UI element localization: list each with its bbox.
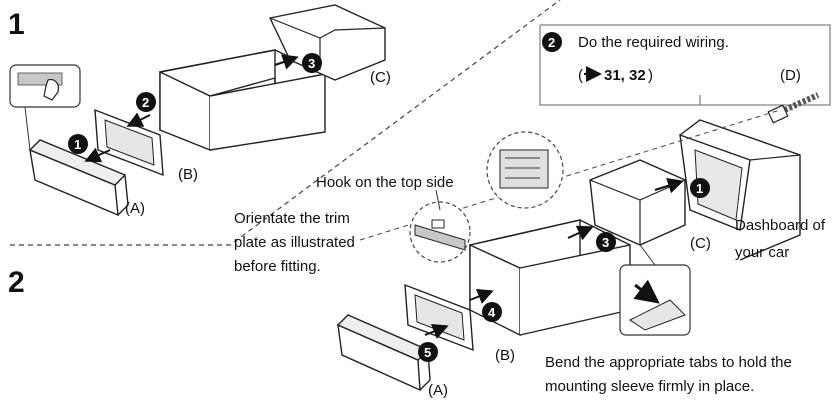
trim-plate-hook-zoom: [409, 189, 471, 263]
sleeve-c-top: [268, 4, 386, 81]
label-b-bottom: (B): [495, 347, 515, 364]
label-d: (D): [780, 67, 801, 84]
trim-plate-b-top: [94, 108, 164, 177]
svg-text:2: 2: [548, 35, 555, 50]
wiring-title: Do the required wiring.: [578, 34, 729, 51]
svg-text:4: 4: [488, 305, 496, 320]
dashboard: [679, 119, 801, 261]
badge-4-bottom: 4: [482, 302, 502, 322]
wire-connector-icon: [767, 92, 820, 124]
label-c-top: (C): [370, 69, 391, 86]
note-bend-1: Bend the appropriate tabs to hold the: [545, 354, 792, 371]
wiring-callout: 2: [539, 24, 831, 106]
note-orientate-2: plate as illustrated: [234, 234, 355, 251]
step-divider: [10, 0, 561, 246]
tab-bend-zoom: [619, 244, 691, 336]
label-b-top: (B): [178, 166, 198, 183]
note-dashboard-2: your car: [735, 244, 789, 261]
svg-text:3: 3: [308, 56, 315, 71]
svg-text:): ): [648, 67, 653, 84]
label-a-top: (A): [125, 200, 145, 217]
svg-text:(: (: [578, 67, 583, 84]
badge-3-top: 3: [302, 53, 322, 73]
badge-3-bottom: 3: [596, 232, 616, 252]
note-orientate-1: Orientate the trim: [234, 210, 350, 227]
hand-pointer-icon: [43, 79, 60, 101]
svg-text:3: 3: [602, 235, 609, 250]
wiring-ref: ( 31, 32 ): [578, 66, 653, 84]
step-number-2: 2: [8, 266, 25, 299]
faceplate-a-bottom: [336, 314, 431, 392]
step-number-1: 1: [8, 8, 25, 41]
note-bend-2: mounting sleeve firmly in place.: [545, 378, 754, 395]
svg-text:1: 1: [74, 137, 81, 152]
svg-text:1: 1: [696, 181, 703, 196]
badge-1-top: 1: [68, 134, 88, 154]
note-dashboard-1: Dashboard of: [735, 217, 826, 234]
badge-1-bottom: 1: [690, 178, 710, 198]
trim-plate-b-bottom: [404, 283, 474, 352]
head-unit-top: [159, 49, 326, 152]
sleeve-detail-zoom: [486, 131, 564, 209]
note-hook: Hook on the top side: [316, 174, 454, 191]
badge-2-top: 2: [136, 92, 156, 112]
finger-press-icon: [633, 279, 660, 304]
svg-text:31, 32: 31, 32: [604, 67, 646, 84]
note-orientate-3: before fitting.: [234, 258, 321, 275]
svg-text:2: 2: [142, 95, 149, 110]
faceplate-a-top: [28, 139, 129, 217]
label-c-bottom: (C): [690, 235, 711, 252]
label-a-bottom: (A): [428, 382, 448, 399]
svg-text:5: 5: [424, 345, 431, 360]
badge-5-bottom: 5: [418, 342, 438, 362]
hand-pointer-callout: [9, 64, 81, 151]
badge-wiring: [542, 32, 562, 52]
